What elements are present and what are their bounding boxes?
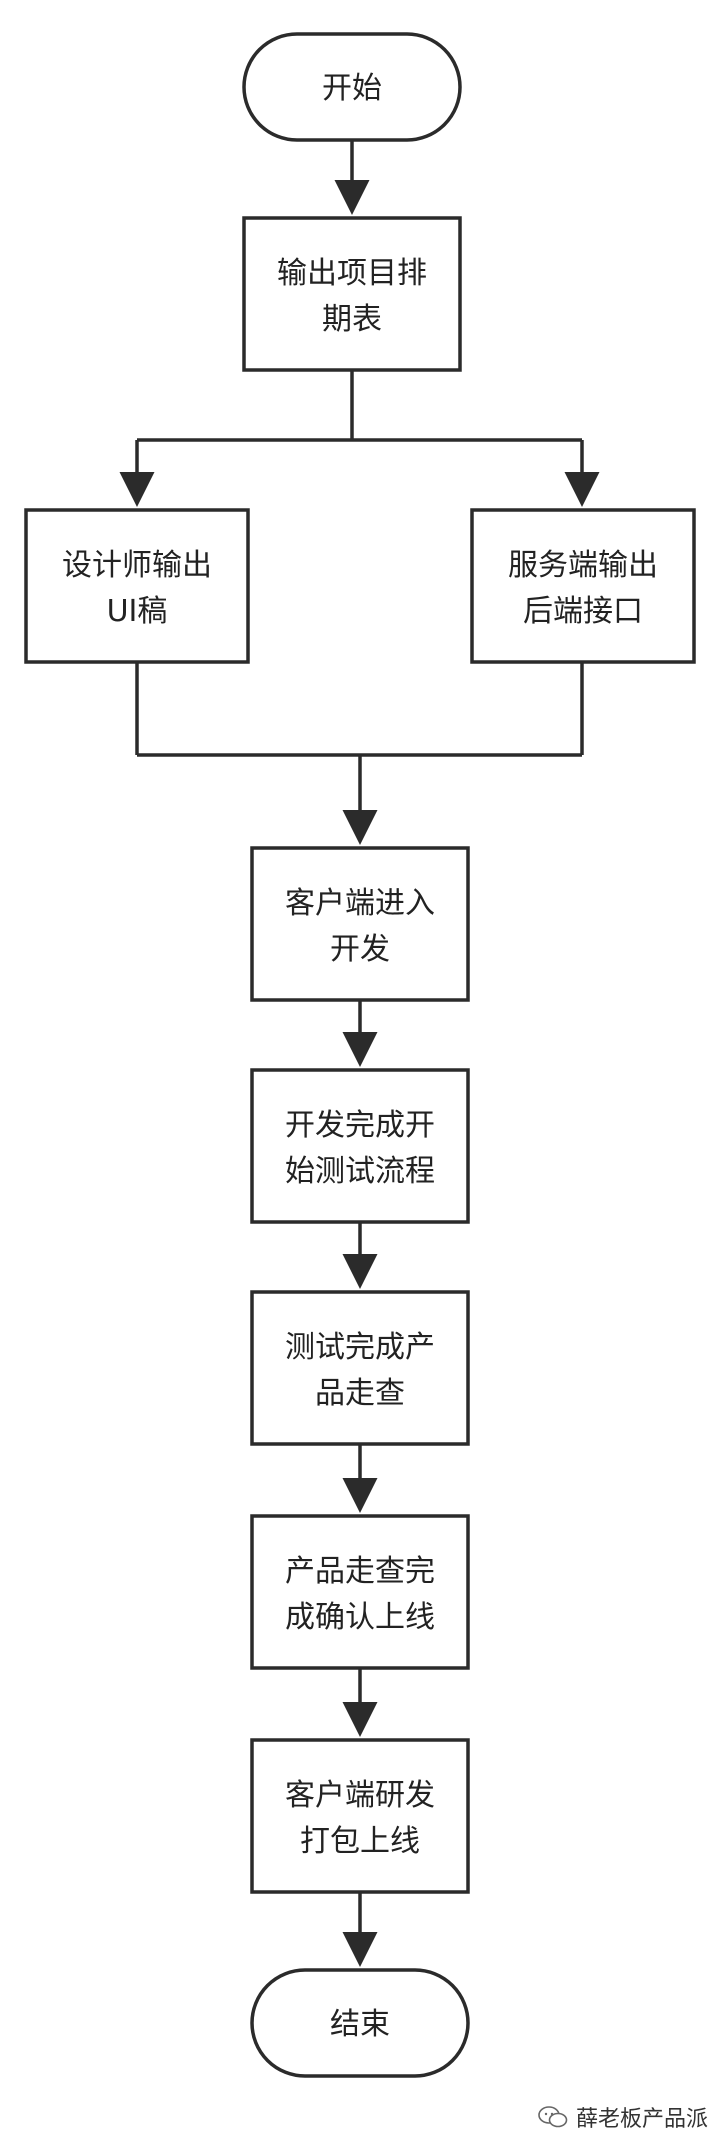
- node-designer: [24, 508, 250, 664]
- watermark-text: 薛老板产品派: [575, 2107, 708, 2132]
- label-release-line1: 客户端研发: [285, 1778, 435, 1813]
- watermark: 薛老板产品派: [538, 2101, 708, 2133]
- label-test-done-line2: 品走查: [315, 1376, 405, 1411]
- node-client-dev: [250, 846, 470, 1002]
- node-end: [250, 1968, 470, 2078]
- label-start: 开始: [322, 71, 382, 106]
- node-server: [470, 508, 696, 664]
- shapes: [24, 32, 696, 2078]
- node-start: [242, 32, 462, 142]
- node-release: [250, 1738, 470, 1894]
- label-review-done-line2: 成确认上线: [285, 1600, 435, 1635]
- label-schedule-line2: 期表: [322, 302, 382, 337]
- label-dev-done-line1: 开发完成开: [285, 1108, 435, 1143]
- label-client-dev-line1: 客户端进入: [285, 886, 435, 921]
- node-dev-done: [250, 1068, 470, 1224]
- wechat-icon: [538, 2106, 568, 2128]
- labels: 开始 输出项目排 期表 设计师输出 UI稿 服务端输出 后端接口 客户端进入 开…: [62, 71, 658, 2042]
- node-schedule: [242, 216, 462, 372]
- label-server-line2: 后端接口: [523, 594, 643, 629]
- label-release-line2: 打包上线: [300, 1824, 420, 1859]
- label-designer-line1: 设计师输出: [62, 548, 212, 583]
- label-designer-line2: UI稿: [107, 594, 168, 629]
- node-review-done: [250, 1514, 470, 1670]
- node-test-done: [250, 1290, 470, 1446]
- label-test-done-line1: 测试完成产: [285, 1330, 435, 1365]
- label-client-dev-line2: 开发: [330, 932, 390, 967]
- label-dev-done-line2: 始测试流程: [285, 1154, 435, 1189]
- label-review-done-line1: 产品走查完: [285, 1554, 435, 1589]
- label-server-line1: 服务端输出: [508, 548, 658, 583]
- connectors: [119, 140, 600, 1967]
- label-end: 结束: [330, 2007, 390, 2042]
- label-schedule-line1: 输出项目排: [277, 256, 427, 291]
